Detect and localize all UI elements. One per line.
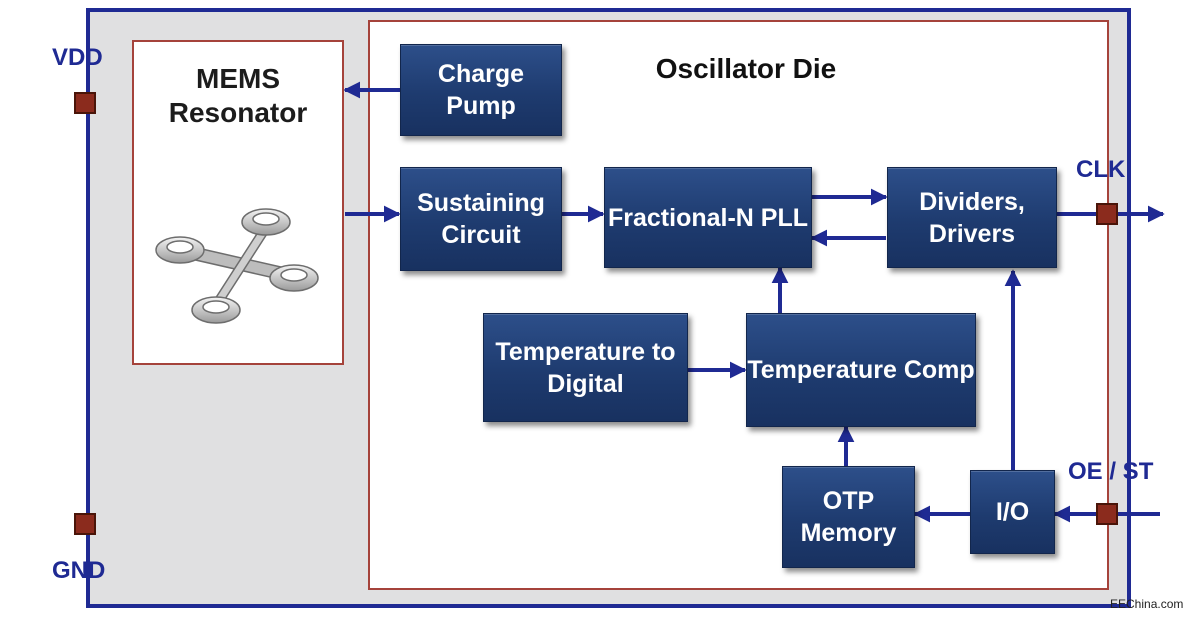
clk-pin: [1096, 203, 1118, 225]
watermark: EEChina.com: [1110, 597, 1184, 611]
sustaining-circuit-block: Sustaining Circuit: [400, 167, 562, 271]
fractional-n-pll-block: Fractional-N PLL: [604, 167, 812, 268]
vdd-label: VDD: [52, 44, 103, 71]
temperature-comp-block: Temperature Comp: [746, 313, 976, 427]
io-block: I/O: [970, 470, 1055, 554]
oe-st-pin: [1096, 503, 1118, 525]
gnd-label: GND: [52, 557, 106, 584]
vdd-pin: [74, 92, 96, 114]
clk-label: CLK: [1076, 156, 1126, 183]
mems-resonator-box: MEMS Resonator: [132, 40, 344, 365]
dividers-drivers-block: Dividers, Drivers: [887, 167, 1057, 268]
charge-pump-block: Charge Pump: [400, 44, 562, 136]
temperature-to-digital-block: Temperature to Digital: [483, 313, 688, 422]
otp-memory-block: OTP Memory: [782, 466, 915, 568]
mems-resonator-icon: [155, 208, 319, 324]
die-title: Oscillator Die: [655, 53, 837, 84]
mems-title: MEMS Resonator: [168, 63, 308, 128]
oe-st-label: OE / ST: [1068, 458, 1154, 485]
gnd-pin: [74, 513, 96, 535]
